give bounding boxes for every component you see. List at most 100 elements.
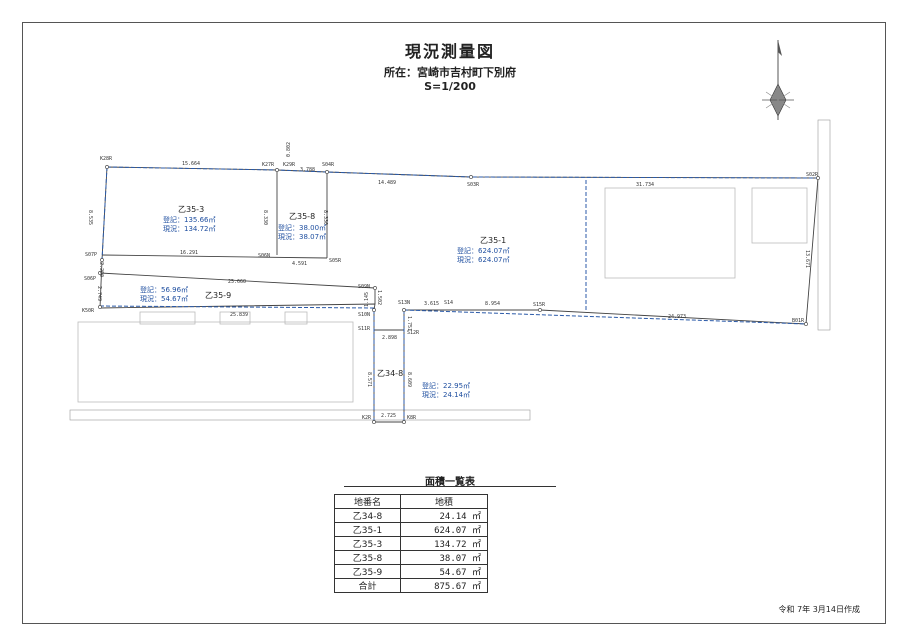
drawing-title: 現況測量図	[404, 42, 495, 61]
dimension-labels: 15.664 0.802 3.788 14.489 31.734 8.535 8…	[87, 142, 810, 419]
lot-current: 現況：624.07㎡	[457, 255, 510, 264]
point-S13N: S13N	[398, 300, 410, 306]
table-row: 乙35-1 624.07 ㎡	[334, 522, 488, 537]
area-table-title: 面積一覧表	[425, 477, 475, 488]
cell-area: 24.14 ㎡	[400, 508, 488, 523]
north-arrow-icon	[762, 40, 794, 120]
scale-text: S=1/200	[424, 80, 476, 93]
lot-current: 現況：24.14㎡	[422, 390, 470, 399]
point-S09N: S09N	[358, 284, 370, 290]
building-5	[219, 311, 251, 325]
point-S04R: S04R	[322, 162, 335, 168]
point-B01R: B01R	[792, 318, 805, 324]
lot-registered: 登記：624.07㎡	[457, 246, 510, 255]
point-S06P: S06P	[84, 276, 96, 282]
location-text: 所在：宮崎市吉村町下別府	[384, 66, 516, 79]
dim-25839: 25.839	[230, 312, 248, 318]
lot-current: 現況：134.72㎡	[163, 224, 216, 233]
point-S11R: S11R	[358, 326, 371, 332]
dim-25660: 25.660	[228, 279, 246, 285]
dim-1502: 1.502	[376, 290, 382, 305]
dim-14489: 14.489	[378, 180, 396, 186]
lot-name: 乙35-3	[178, 205, 204, 214]
dim-8954: 8.954	[485, 301, 500, 307]
point-K27R: K27R	[262, 162, 275, 168]
table-row: 乙35-9 54.67 ㎡	[334, 564, 488, 579]
table-total-row: 合計 875.67 ㎡	[334, 578, 488, 593]
point-S06N: S06N	[258, 253, 270, 259]
lot-name: 乙35-9	[205, 291, 231, 300]
cell-area: 54.67 ㎡	[400, 564, 488, 579]
cell-area: 38.07 ㎡	[400, 550, 488, 565]
dim-3788: 3.788	[300, 167, 315, 173]
point-S15R: S15R	[533, 302, 546, 308]
table-header-row: 地番名 地積	[334, 494, 488, 509]
cell-lot: 乙35-3	[334, 536, 401, 551]
dim-31734: 31.734	[636, 182, 654, 188]
point-S02R: S02R	[806, 172, 819, 178]
boundary-lines	[99, 166, 819, 422]
creation-date: 令和 7年 3月14日作成	[778, 605, 860, 614]
dim-8571: 8.571	[366, 372, 372, 387]
area-table-rule	[344, 486, 556, 487]
table-row: 乙34-8 24.14 ㎡	[334, 508, 488, 523]
lot-name: 乙35-8	[289, 212, 315, 221]
point-K29R: K29R	[283, 162, 296, 168]
cell-area: 134.72 ㎡	[400, 536, 488, 551]
buildings	[77, 187, 808, 403]
header-lot-name: 地番名	[334, 494, 401, 509]
point-labels: K28R K27R K29R S04R S03R S02R S07P S06P …	[82, 156, 819, 421]
point-S14: S14	[444, 300, 453, 306]
dim-8330b: 8.330	[322, 210, 328, 225]
lot-registered: 登記：135.66㎡	[163, 215, 216, 224]
road-strip-right	[817, 119, 831, 331]
cell-lot: 乙35-1	[334, 522, 401, 537]
lot-current: 現況：38.07㎡	[278, 232, 326, 241]
lot-name: 乙34-8	[377, 369, 403, 378]
point-S07P: S07P	[85, 252, 97, 258]
building-1	[604, 187, 736, 279]
dim-2200: 2.200	[98, 262, 104, 277]
dim-8330: 8.330	[262, 210, 268, 225]
drawing-frame	[22, 22, 886, 624]
lot-current: 現況：54.67㎡	[140, 294, 188, 303]
dim-2898: 2.898	[382, 335, 397, 341]
dim-1145: 1.145	[364, 292, 370, 307]
dim-24973: 24.973	[668, 314, 686, 320]
point-K2R: K2R	[362, 415, 372, 421]
building-4	[139, 311, 196, 325]
road-strip-bottom	[69, 409, 531, 421]
dim-8535: 8.535	[87, 210, 93, 225]
dim-13671: 13.671	[804, 250, 810, 268]
table-row: 乙35-8 38.07 ㎡	[334, 550, 488, 565]
dim-16291: 16.291	[180, 250, 198, 256]
lot-registered: 登記：56.96㎡	[140, 285, 188, 294]
point-K50R: K50R	[82, 308, 95, 314]
dim-3615: 3.615	[424, 301, 439, 307]
area-table: 地番名 地積 乙34-8 24.14 ㎡ 乙35-1 624.07 ㎡ 乙35-…	[334, 494, 488, 593]
building-2	[751, 187, 808, 244]
total-label: 合計	[334, 578, 401, 593]
dim-1751: 1.751	[406, 316, 412, 331]
dim-8609: 8.609	[406, 372, 412, 387]
dim-4591: 4.591	[292, 261, 307, 267]
point-S12R: S12R	[407, 330, 420, 336]
point-K8R: K8R	[407, 415, 417, 421]
building-6	[284, 311, 308, 325]
total-value: 875.67 ㎡	[400, 578, 488, 593]
point-S05R: S05R	[329, 258, 342, 264]
header-area: 地積	[400, 494, 488, 509]
building-3	[77, 321, 354, 403]
dim-2749: 2.749	[96, 286, 102, 301]
cell-lot: 乙35-8	[334, 550, 401, 565]
dim-2725: 2.725	[381, 413, 396, 419]
point-S03R: S03R	[467, 182, 480, 188]
point-markers	[98, 165, 820, 424]
dim-15664: 15.664	[182, 161, 200, 167]
cell-area: 624.07 ㎡	[400, 522, 488, 537]
lot-name: 乙35-1	[480, 236, 506, 245]
lot-registered: 登記：38.00㎡	[278, 223, 326, 232]
point-S10N: S10N	[358, 312, 370, 318]
lot-registered: 登記：22.95㎡	[422, 381, 470, 390]
